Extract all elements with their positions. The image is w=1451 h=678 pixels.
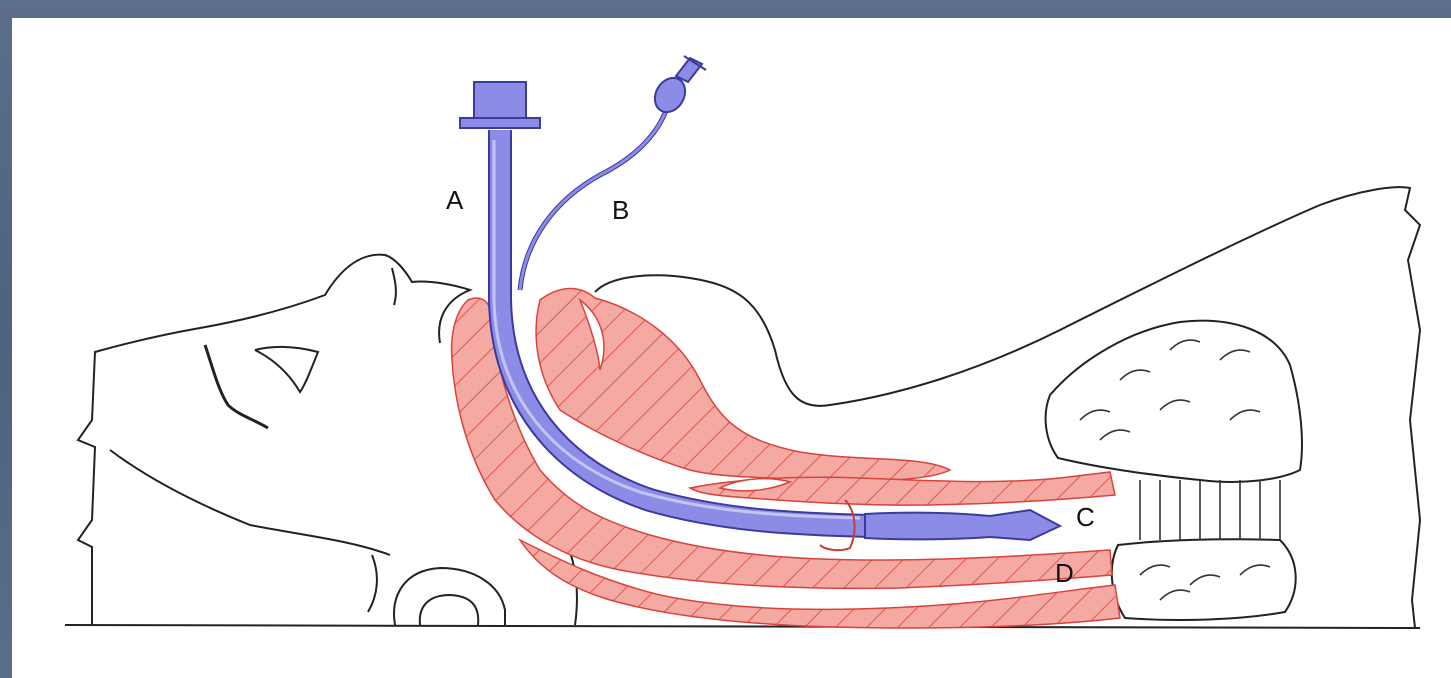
ear-detail (394, 568, 505, 625)
eyebrow-detail (205, 345, 268, 428)
pilot-line-fill (520, 105, 668, 290)
ground-line (65, 625, 1420, 628)
label-b: B (612, 197, 629, 223)
tongue-tissue (536, 288, 950, 480)
pilot-line (520, 105, 668, 290)
label-a: A (446, 187, 463, 213)
label-c: C (1076, 504, 1095, 530)
tube-cuff (865, 510, 1060, 540)
tube-connector (474, 82, 526, 122)
eye-detail (255, 347, 318, 392)
pilot-valve (676, 56, 706, 82)
nose-detail (392, 268, 396, 305)
jaw-detail (110, 450, 390, 555)
label-d: D (1055, 560, 1074, 586)
lung-lower (1112, 539, 1296, 620)
tube-flange (460, 118, 540, 128)
face-outline (78, 255, 470, 625)
